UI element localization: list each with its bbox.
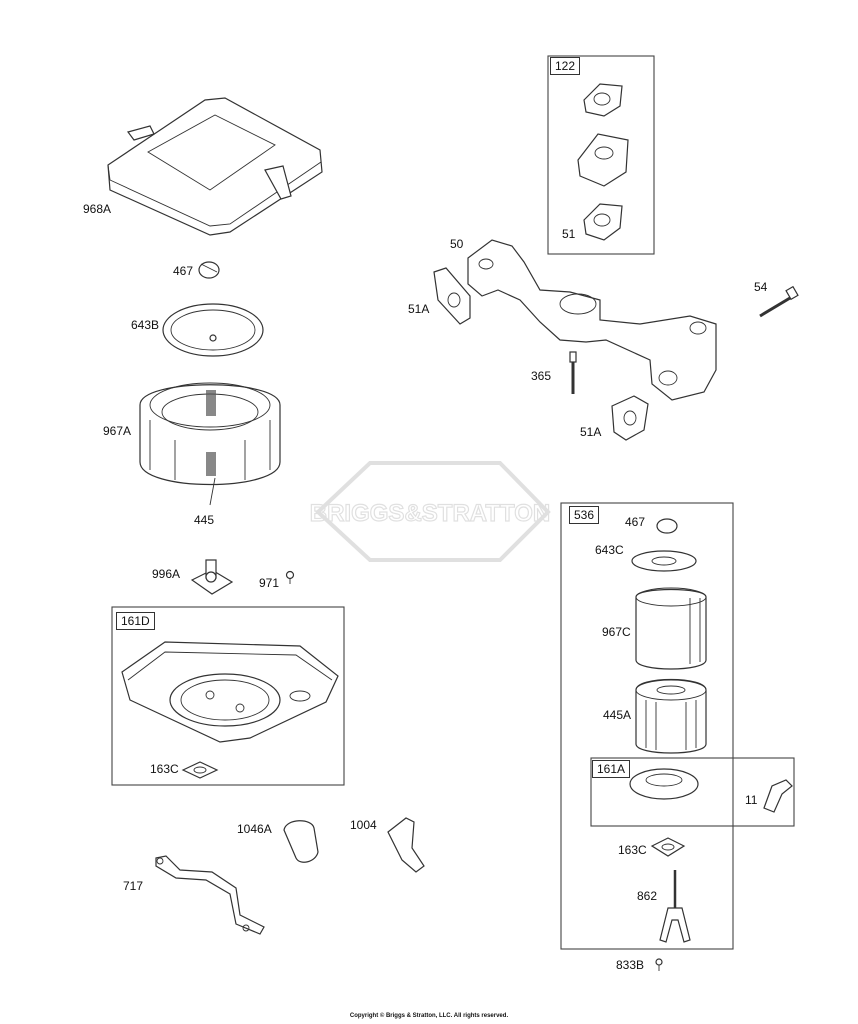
label-467-a: 467 (173, 264, 194, 278)
base-plate-161A (629, 768, 699, 800)
label-967A: 967A (103, 424, 132, 438)
knob-467 (198, 261, 220, 279)
breather-996A (190, 559, 234, 595)
group-label-536: 536 (569, 506, 600, 524)
label-54: 54 (754, 280, 768, 294)
label-968A: 968A (83, 202, 112, 216)
cover-1046A (283, 820, 319, 863)
frame-161A (590, 757, 795, 827)
screw-971 (285, 570, 295, 584)
label-445A: 445A (603, 708, 632, 722)
bolt-365 (569, 351, 577, 394)
air-filter-cartridge-967A (139, 382, 281, 506)
label-163C-b: 163C (618, 843, 647, 857)
precleaner-cover-643C (631, 550, 697, 572)
label-163C-a: 163C (150, 762, 179, 776)
label-445: 445 (194, 513, 215, 527)
label-996A: 996A (152, 567, 181, 581)
gasket-163C-a (181, 761, 219, 779)
gasket-51A-b (611, 395, 649, 441)
bolt-54 (759, 285, 799, 318)
frame-122 (547, 55, 655, 255)
group-label-122: 122 (550, 57, 581, 75)
gasket-kit-122 (577, 83, 629, 241)
stud-862 (659, 870, 691, 943)
precleaner-cover-643B (162, 303, 264, 357)
gasket-51A-a (433, 267, 471, 325)
label-833B: 833B (616, 958, 645, 972)
label-51A-b: 51A (580, 425, 602, 439)
label-11: 11 (745, 793, 758, 807)
frame-161D (111, 606, 345, 786)
air-cleaner-base-161D (121, 641, 339, 743)
label-971: 971 (259, 576, 280, 590)
air-filter-445A (635, 678, 707, 754)
label-467-b: 467 (625, 515, 646, 529)
watermark-text: BRIGGS&STRATTON (310, 500, 550, 527)
watermark-logo: BRIGGS&STRATTON (309, 461, 551, 562)
screw-833B (655, 958, 663, 971)
gasket-163C-b (650, 837, 686, 857)
label-1004: 1004 (350, 818, 377, 832)
frame-536 (560, 502, 734, 950)
knob-467-b (656, 518, 678, 534)
bracket-717 (155, 855, 265, 935)
label-862: 862 (637, 889, 658, 903)
label-50: 50 (450, 237, 464, 251)
label-1046A: 1046A (237, 822, 272, 836)
precleaner-967C (635, 587, 707, 670)
label-967C: 967C (602, 625, 631, 639)
copyright-notice: Copyright © Briggs & Stratton, LLC. All … (349, 1013, 509, 1019)
bracket-1004 (387, 817, 425, 873)
label-643B: 643B (131, 318, 160, 332)
label-51: 51 (562, 227, 576, 241)
label-51A-a: 51A (408, 302, 430, 316)
group-label-161A: 161A (592, 760, 631, 778)
label-643C: 643C (595, 543, 624, 557)
label-717: 717 (123, 879, 144, 893)
tube-11 (763, 779, 793, 813)
group-label-161D: 161D (116, 612, 155, 630)
air-cleaner-cover-968A (107, 97, 323, 236)
intake-manifold-50 (467, 239, 717, 401)
label-365: 365 (531, 369, 552, 383)
